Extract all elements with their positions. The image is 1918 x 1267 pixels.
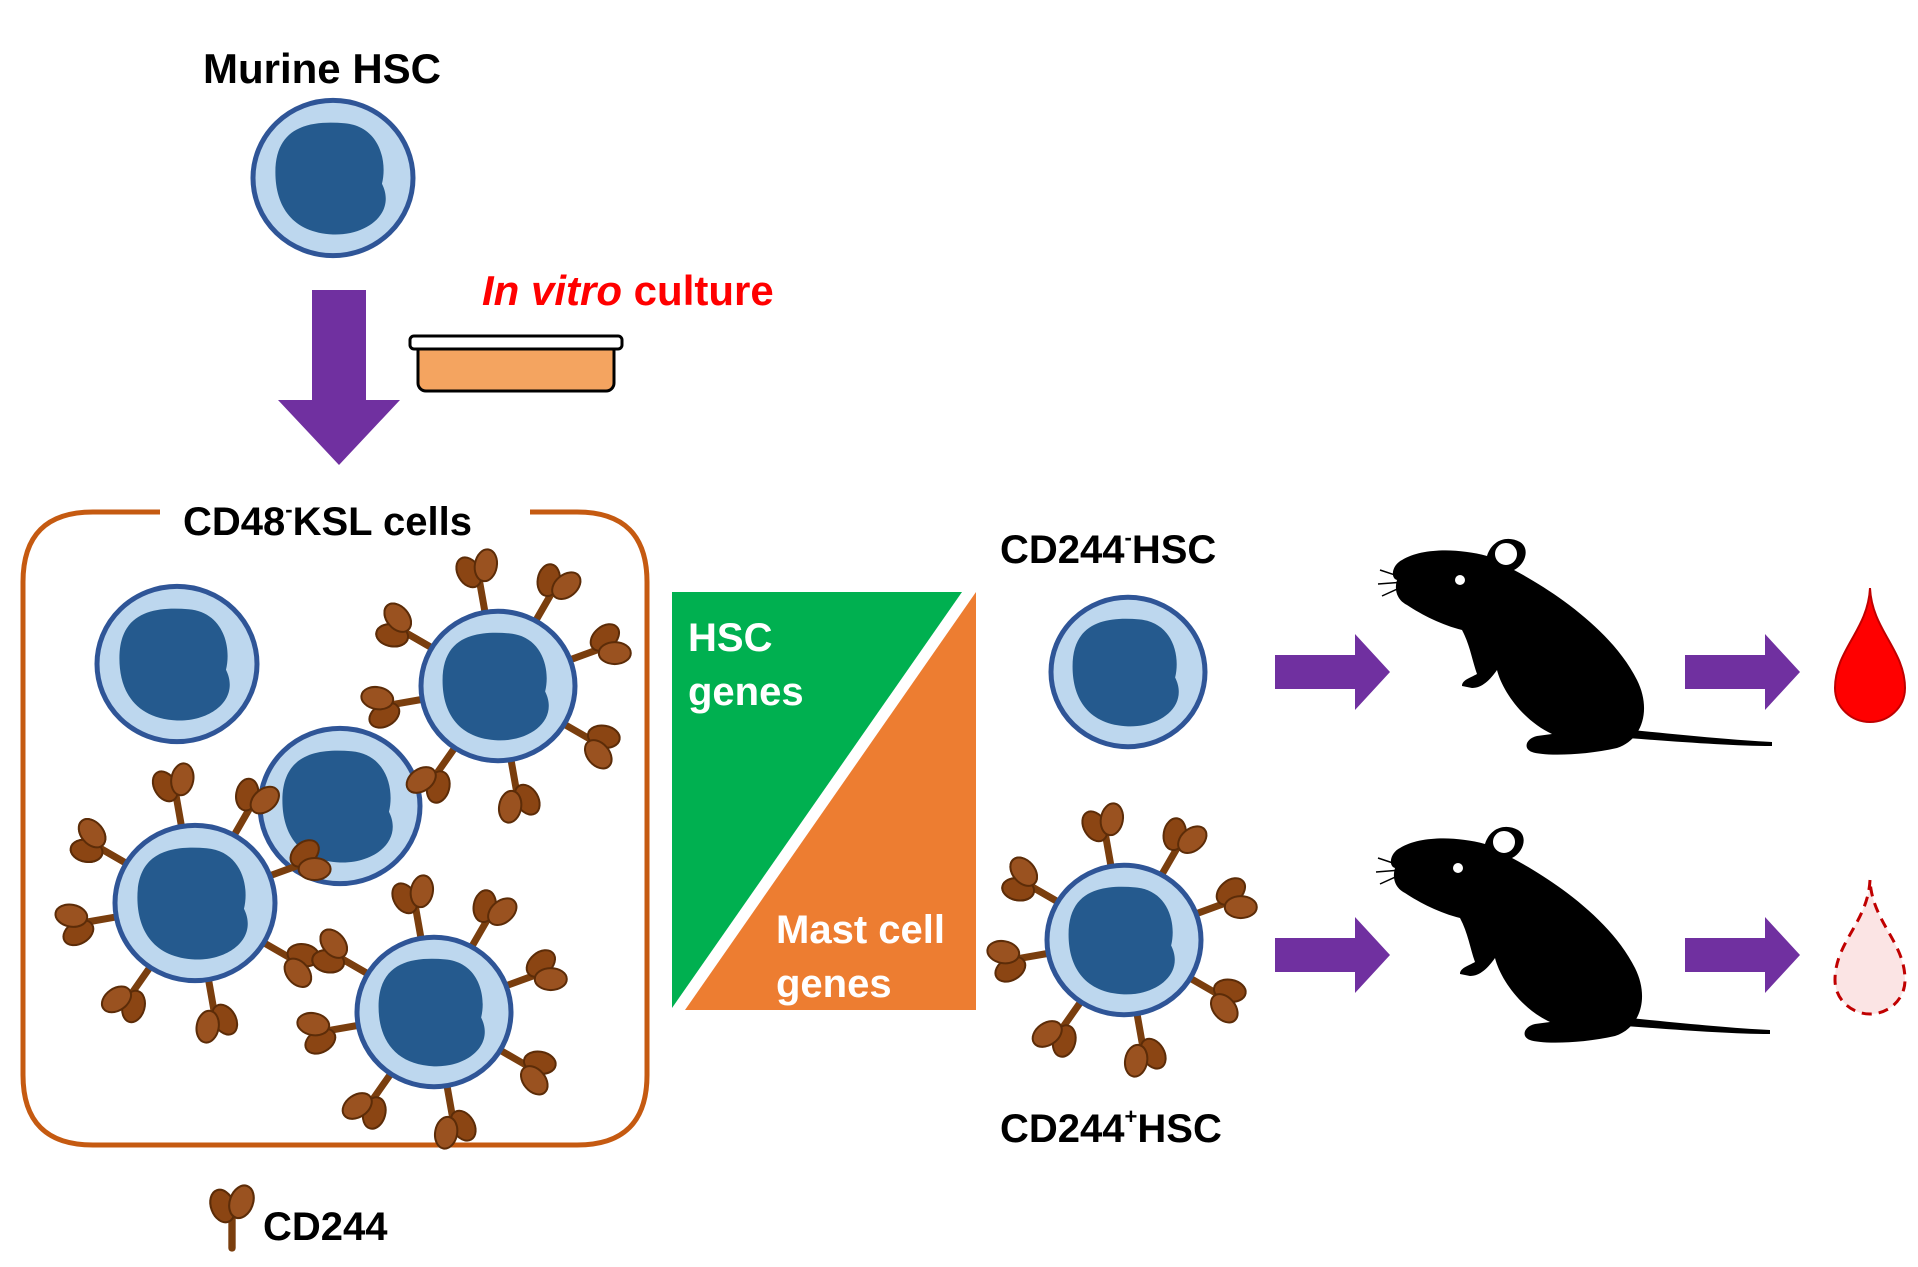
box-label-sup: - [285, 497, 293, 523]
cd244-neg-hsc-label: CD244-HSC [1000, 527, 1217, 572]
cd244-receptor-icon [184, 977, 244, 1047]
box-cell-plain-2 [257, 725, 423, 887]
box-label-pre: CD48 [183, 500, 286, 544]
title-murine-hsc: Murine HSC [203, 45, 442, 92]
nucleus [275, 122, 386, 235]
faint-blood-drop-icon [1833, 879, 1907, 1016]
culture-text: culture [622, 267, 774, 314]
nucleus [1068, 886, 1175, 995]
murine-hsc-cell-icon [250, 97, 416, 259]
hsc-genes-line-2: genes [688, 670, 804, 714]
nucleus [137, 847, 248, 960]
blood-drop-icon [1833, 587, 1907, 724]
cd244-neg-hsc-cell-icon [1048, 594, 1208, 750]
cd244-receptor-icon [487, 758, 547, 828]
cd244-receptor-icon [385, 870, 445, 940]
neg-label-post: HSC [1131, 528, 1217, 572]
hsc-genes-line-1: HSC [688, 616, 773, 660]
pos-label-post: HSC [1137, 1107, 1222, 1151]
cd244-receptor-icon [292, 1001, 362, 1061]
mouse-icon-neg [1377, 537, 1773, 756]
pos-label-pre: CD244 [1000, 1107, 1125, 1151]
cd48-ksl-box [20, 509, 650, 1148]
box-cell-plain-1 [94, 583, 260, 745]
nucleus [1072, 618, 1179, 727]
arrow-icon-neg-2 [1685, 634, 1800, 710]
neg-label-pre: CD244 [1000, 528, 1125, 572]
cd244-receptor-icon [1075, 798, 1135, 868]
down-arrow-icon [278, 290, 400, 465]
box-cell-cd244-2 [50, 758, 338, 1048]
mast-genes-triangle [685, 592, 976, 1010]
cd244-pos-hsc-cell-icon [982, 798, 1264, 1082]
box-label: CD48-KSL cells [183, 499, 472, 544]
cd244-receptor-icon [1113, 1012, 1173, 1082]
hsc-genes-label: HSC genes [688, 611, 804, 719]
mast-genes-line-1: Mast cell [776, 908, 945, 952]
box-cell-cd244-1 [356, 544, 638, 828]
nucleus [282, 750, 393, 863]
cd244-receptor-icon [982, 929, 1052, 989]
box-cell-cd244-3 [292, 870, 574, 1154]
arrow-icon-neg-1 [1275, 634, 1390, 710]
hsc-genes-triangle [672, 592, 962, 1008]
arrow-icon-pos-1 [1275, 917, 1390, 993]
arrow-icon-pos-2 [1685, 917, 1800, 993]
pos-label-sup: + [1124, 1104, 1138, 1130]
cd244-receptor-icon [449, 544, 509, 614]
mouse-icon-pos [1375, 825, 1771, 1044]
nucleus [378, 958, 485, 1067]
legend-cd244-icon [206, 1182, 258, 1248]
mast-genes-label: Mast cell genes [776, 903, 945, 1011]
mast-genes-line-2: genes [776, 962, 892, 1006]
cd244-receptor-icon [50, 892, 120, 952]
culture-italic-text: In vitro [482, 267, 623, 314]
cd244-receptor-icon [146, 758, 206, 828]
culture-dish-icon [408, 334, 624, 393]
culture-label: In vitro culture [482, 270, 774, 312]
nucleus [119, 608, 230, 721]
cd244-receptor-icon [356, 675, 426, 735]
box-label-post: KSL cells [292, 500, 472, 544]
neg-label-sup: - [1124, 525, 1132, 551]
legend-cd244-label: CD244 [263, 1205, 388, 1249]
cd244-pos-hsc-label: CD244+HSC [1000, 1106, 1222, 1151]
nucleus [442, 632, 549, 741]
